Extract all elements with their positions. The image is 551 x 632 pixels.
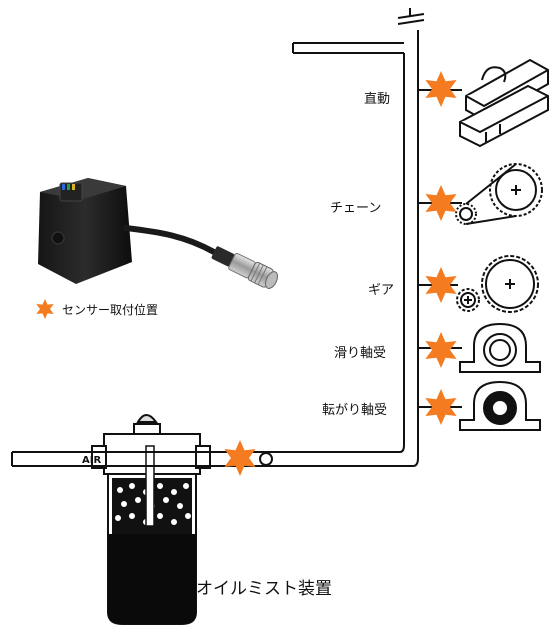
oil-mist-device-image xyxy=(12,414,211,625)
label-linear-motion: 直動 xyxy=(364,92,391,107)
marker-gear xyxy=(425,267,457,303)
sensor-markers xyxy=(224,71,457,476)
linear-guide-icon xyxy=(459,58,549,148)
chain-drive-icon xyxy=(455,163,543,225)
pipe-fitting-icon xyxy=(259,452,273,466)
sensor-device-image xyxy=(38,178,279,289)
legend-label: センサー取付位置 xyxy=(62,302,159,317)
rolling-bearing-icon xyxy=(459,380,541,431)
marker-air-pipe xyxy=(224,440,256,476)
marker-rolling-bearing xyxy=(425,389,457,425)
legend: センサー取付位置 xyxy=(34,298,158,320)
label-plain-bearing: 滑り軸受 xyxy=(334,346,387,361)
marker-linear xyxy=(425,71,457,107)
gear-drive-icon xyxy=(456,255,539,313)
marker-plain-bearing xyxy=(425,332,457,368)
label-gear: ギア xyxy=(368,283,395,298)
star-marker-icon xyxy=(36,299,54,319)
plain-bearing-icon xyxy=(459,322,541,373)
label-chain: チェーン xyxy=(330,201,382,216)
marker-chain xyxy=(425,185,457,221)
air-label: AIR xyxy=(82,455,101,466)
oil-mist-device-label: オイルミスト装置 xyxy=(196,579,332,599)
label-rolling-bearing: 転がり軸受 xyxy=(322,403,388,418)
